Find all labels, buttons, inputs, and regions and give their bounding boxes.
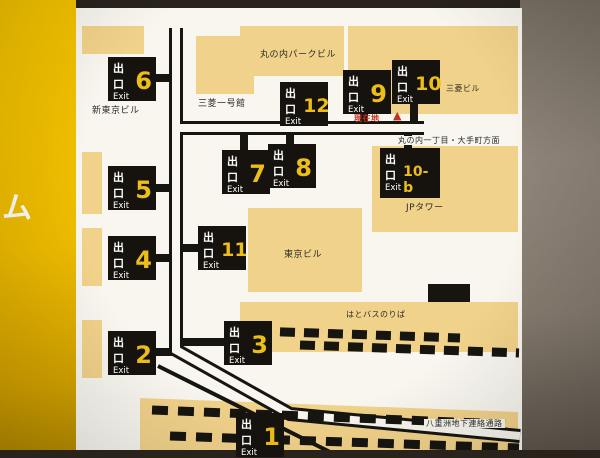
exit-9-marker: 出口 Exit 9 (343, 70, 391, 115)
exit-number: 4 (135, 246, 152, 274)
exit-word: 出口 (203, 231, 215, 260)
label-tokyo-building: 東京ビル (284, 250, 323, 260)
exit-7-marker: 出口 Exit 7 (222, 150, 270, 195)
label-yaesu-passage: 八重洲地下連絡通路 (424, 419, 505, 429)
exit-6-marker: 出口 Exit 6 (108, 57, 156, 102)
label-mitsubishi-building: 三菱ビル (446, 84, 480, 93)
building-left-strip-2 (82, 228, 102, 286)
exit-number: 11 (221, 239, 248, 261)
background-wall (520, 0, 600, 450)
exit-word: 出口 (113, 62, 125, 91)
label-jp-tower: JPタワー (406, 203, 444, 213)
exit-number: 10 (415, 73, 442, 95)
exit-word: 出口 (397, 65, 409, 94)
exit-10-marker: 出口 Exit 10 (392, 60, 442, 105)
main-corridors (157, 28, 521, 450)
exit-word: 出口 (285, 87, 297, 116)
building-tokyo (248, 208, 362, 292)
exit-4-marker: 出口 Exit 4 (108, 236, 156, 281)
label-shin-tokyo-building: 新東京ビル (92, 106, 140, 116)
building-marunouchi-park (240, 26, 344, 76)
label-direction-sign: 丸の内一丁目・大手町方面 (396, 136, 502, 146)
building-left-strip-3 (82, 320, 102, 378)
exit-word: 出口 (229, 326, 241, 355)
exit-number: 9 (370, 80, 387, 108)
building-top-left (82, 26, 144, 54)
label-you-are-here: 現在地 (354, 114, 380, 123)
exit-2-marker: 出口 Exit 2 (108, 331, 156, 376)
exit-number: 6 (135, 67, 152, 95)
label-mitsubishi-ichigokan: 三菱一号館 (198, 99, 246, 109)
exit-12-marker: 出口 Exit 12 (280, 82, 330, 127)
exit-11-marker: 出口 Exit 11 (198, 226, 248, 271)
exit-sub: Exit (113, 201, 130, 211)
exit-number: 8 (295, 154, 312, 182)
exit-word: 出口 (227, 155, 239, 184)
you-are-here-triangle-icon: ▲ (393, 109, 402, 122)
exit-word: 出口 (113, 336, 125, 365)
exit-word: 出口 (113, 171, 125, 200)
exit-number: 12 (303, 95, 330, 117)
small-black-structure (428, 284, 470, 302)
exit-8-marker: 出口 Exit 8 (268, 144, 316, 189)
exit-number: 3 (251, 331, 268, 359)
exit-sub: Exit (397, 95, 414, 105)
exit-word: 出口 (241, 418, 253, 447)
exit-sub: Exit (113, 271, 130, 281)
exit-number: 10-b (403, 164, 429, 196)
exit-sub: Exit (203, 261, 220, 271)
exit-number: 1 (263, 423, 280, 451)
exit-sub: Exit (229, 356, 246, 366)
label-hato-bus-stop: はとバスのりば (346, 310, 406, 319)
exit-word: 出口 (113, 241, 125, 270)
exit-word: 出口 (348, 75, 360, 104)
exit-sub: Exit (113, 92, 130, 102)
building-left-strip-1 (82, 152, 102, 214)
exit-number: 7 (249, 160, 266, 188)
exit-sub: Exit (227, 185, 244, 195)
exit-5-marker: 出口 Exit 5 (108, 166, 156, 211)
frame-side-text: ム (2, 191, 32, 226)
exit-sub: Exit (285, 117, 302, 127)
exit-number: 2 (135, 341, 152, 369)
exit-word: 出口 (273, 149, 285, 178)
exit-word: 出口 (385, 153, 397, 182)
exit-sub: Exit (348, 105, 365, 115)
exit-3-marker: 出口 Exit 3 (224, 321, 272, 366)
exit-1-marker: 出口 Exit 1 (236, 413, 284, 458)
exit-sub: Exit (273, 179, 290, 189)
exit-sub: Exit (385, 183, 402, 193)
label-marunouchi-park-building: 丸の内パークビル (259, 50, 336, 60)
exit-sub: Exit (113, 366, 130, 376)
exit-10b-marker: 出口 Exit 10-b (380, 148, 440, 198)
exit-number: 5 (135, 176, 152, 204)
yellow-sign-frame: ム (0, 0, 76, 450)
